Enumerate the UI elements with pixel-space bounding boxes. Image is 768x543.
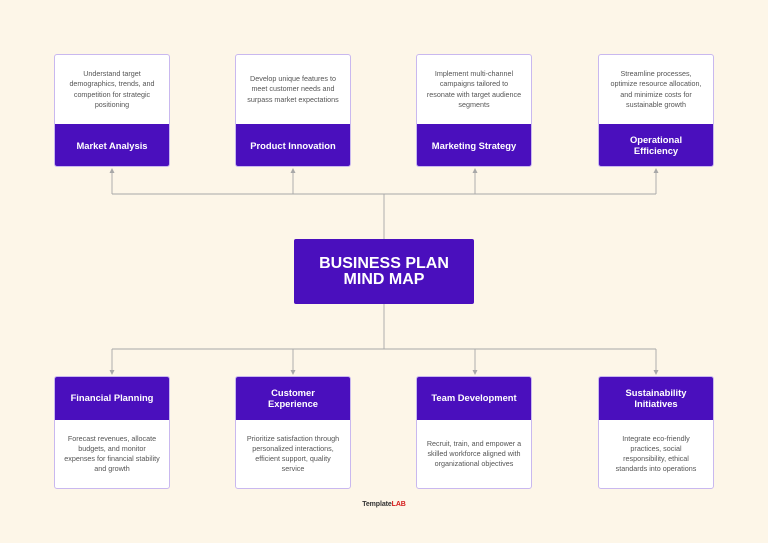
node-description: Implement multi-channel campaigns tailor… bbox=[426, 69, 522, 109]
node-operational-efficiency: Streamline processes, optimize resource … bbox=[598, 54, 714, 167]
node-description: Forecast revenues, allocate budgets, and… bbox=[64, 433, 160, 474]
node-description: Prioritize satisfaction through personal… bbox=[246, 433, 340, 474]
node-financial-planning: Financial Planning Forecast revenues, al… bbox=[54, 376, 170, 489]
node-label: Team Development bbox=[417, 377, 531, 420]
center-node: BUSINESS PLAN MIND MAP bbox=[294, 239, 474, 304]
brand-logo: TemplateLAB bbox=[0, 501, 768, 508]
center-title: BUSINESS PLAN MIND MAP bbox=[319, 254, 449, 288]
node-team-development: Team Development Recruit, train, and emp… bbox=[416, 376, 532, 489]
node-description: Integrate eco-friendly practices, social… bbox=[615, 433, 697, 474]
node-marketing-strategy: Implement multi-channel campaigns tailor… bbox=[416, 54, 532, 167]
node-label: Product Innovation bbox=[236, 124, 350, 166]
node-product-innovation: Develop unique features to meet customer… bbox=[235, 54, 351, 167]
node-label: Operational Efficiency bbox=[599, 124, 713, 166]
node-description: Understand target demographics, trends, … bbox=[69, 69, 155, 109]
node-customer-experience: Customer Experience Prioritize satisfact… bbox=[235, 376, 351, 489]
node-label: Sustainability Initiatives bbox=[599, 377, 713, 420]
node-description: Streamline processes, optimize resource … bbox=[610, 69, 702, 109]
node-market-analysis: Understand target demographics, trends, … bbox=[54, 54, 170, 167]
node-label: Customer Experience bbox=[236, 377, 350, 420]
node-sustainability-initiatives: Sustainability Initiatives Integrate eco… bbox=[598, 376, 714, 489]
brand-part-template: Template bbox=[362, 501, 392, 508]
node-label: Marketing Strategy bbox=[417, 124, 531, 166]
node-label: Market Analysis bbox=[55, 124, 169, 166]
node-label: Financial Planning bbox=[55, 377, 169, 420]
node-description: Recruit, train, and empower a skilled wo… bbox=[426, 438, 522, 469]
node-description: Develop unique features to meet customer… bbox=[247, 74, 339, 104]
brand-part-lab: LAB bbox=[391, 501, 406, 508]
